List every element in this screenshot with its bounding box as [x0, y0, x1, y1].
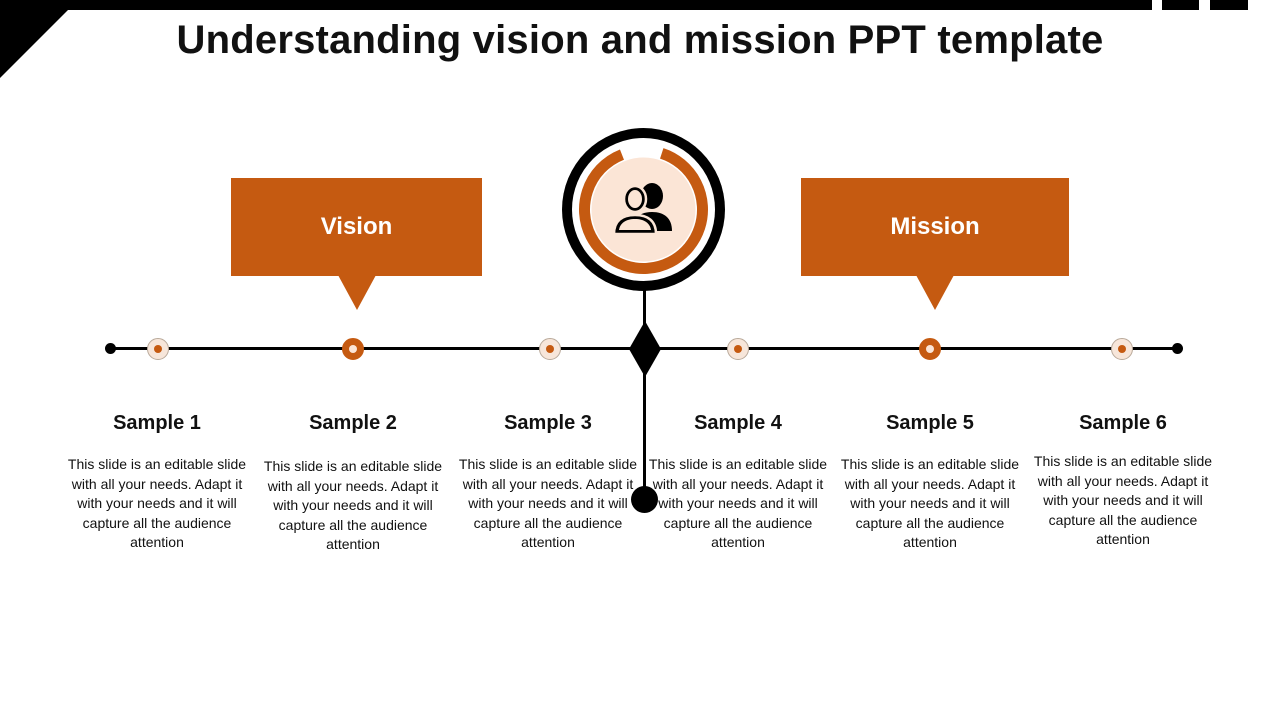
- sample-title: Sample 2: [309, 412, 397, 434]
- sample-5: Sample 5 This slide is an editable slide…: [840, 411, 1020, 553]
- mission-callout-pointer: [916, 275, 954, 310]
- mission-callout: Mission: [801, 178, 1069, 276]
- center-bottom-dot: [631, 486, 658, 513]
- sample-1: Sample 1 This slide is an editable slide…: [67, 411, 247, 553]
- sample-6: Sample 6 This slide is an editable slide…: [1033, 411, 1213, 550]
- timeline-end-dot: [1172, 343, 1183, 354]
- sample-title: Sample 6: [1079, 412, 1167, 434]
- slide-title: Understanding vision and mission PPT tem…: [176, 18, 1104, 62]
- timeline-node-2: [342, 338, 364, 360]
- timeline-node-1: [147, 338, 169, 360]
- timeline-node-3: [539, 338, 561, 360]
- sample-text: This slide is an editable slide with all…: [67, 456, 247, 550]
- sample-text: This slide is an editable slide with all…: [1033, 453, 1213, 547]
- top-decor-bar: [0, 0, 1152, 10]
- timeline-node-5: [919, 338, 941, 360]
- vision-callout: Vision: [231, 178, 482, 276]
- sample-3: Sample 3 This slide is an editable slide…: [458, 411, 638, 553]
- sample-text: This slide is an editable slide with all…: [840, 456, 1020, 550]
- sample-title: Sample 4: [694, 412, 782, 434]
- vision-label: Vision: [320, 213, 393, 240]
- sample-2: Sample 2 This slide is an editable slide…: [263, 411, 443, 555]
- sample-title: Sample 5: [886, 412, 974, 434]
- sample-text: This slide is an editable slide with all…: [648, 456, 828, 550]
- top-decor-square: [1162, 0, 1199, 10]
- sample-text: This slide is an editable slide with all…: [263, 458, 443, 552]
- center-diamond: [629, 321, 661, 377]
- mission-label: Mission: [890, 213, 980, 240]
- timeline-node-6: [1111, 338, 1133, 360]
- users-icon: [579, 145, 708, 274]
- center-connector-line: [643, 288, 646, 498]
- sample-text: This slide is an editable slide with all…: [458, 456, 638, 550]
- vision-callout-pointer: [338, 275, 376, 310]
- timeline-node-4: [727, 338, 749, 360]
- sample-title: Sample 1: [113, 412, 201, 434]
- top-decor-square: [1210, 0, 1248, 10]
- sample-title: Sample 3: [504, 412, 592, 434]
- corner-decor-triangle: [0, 0, 78, 78]
- timeline-start-dot: [105, 343, 116, 354]
- sample-4: Sample 4 This slide is an editable slide…: [648, 411, 828, 553]
